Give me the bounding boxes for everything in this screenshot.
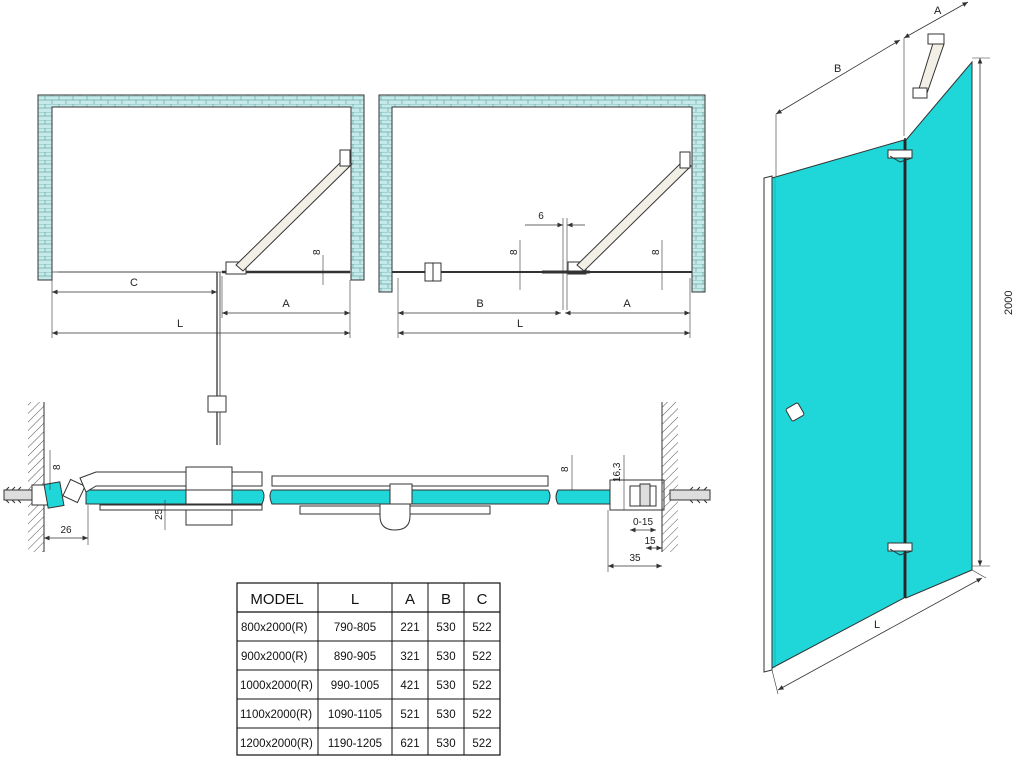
dim-l-label: L [177, 318, 183, 330]
table-header-c: C [477, 591, 488, 608]
table-header-b: B [441, 591, 451, 608]
table-cell: 1190-1205 [328, 738, 382, 750]
dim-6-label: 6 [538, 211, 544, 222]
table-cell: 1090-1105 [328, 709, 382, 721]
table-cell: 530 [436, 709, 455, 721]
dim-l-perspective: L [874, 619, 880, 631]
table-cell: 900x2000(R) [241, 651, 308, 663]
table-cell: 221 [400, 622, 419, 634]
table-cell: 522 [472, 622, 491, 634]
dim-b-label: B [476, 298, 483, 310]
dim-8b-label: 8 [651, 249, 662, 255]
wall-outline-right [378, 94, 706, 293]
dim-l-label-right: L [517, 318, 523, 330]
dim-26-label: 26 [60, 525, 72, 536]
table-header-l: L [351, 591, 359, 608]
dim-a-perspective: A [934, 5, 942, 17]
table-cell: 990-1005 [331, 680, 380, 692]
table-cell: 522 [472, 651, 491, 663]
table-cell: 1200x2000(R) [240, 738, 313, 750]
dim-15-label: 15 [644, 536, 656, 547]
dim-b-perspective: B [834, 63, 841, 75]
table-row: 1100x2000(R) 1090-1105 521 530 522 [240, 709, 492, 721]
table-cell: 790-805 [334, 622, 376, 634]
table-cell: 800x2000(R) [241, 622, 308, 634]
table-row: 1000x2000(R) 990-1005 421 530 522 [240, 680, 492, 692]
dim-0-15-label: 0-15 [633, 517, 653, 528]
table-cell: 890-905 [334, 651, 376, 663]
dim-8-section-right: 8 [560, 466, 571, 472]
dim-8a-label: 8 [509, 249, 520, 255]
table-row: 900x2000(R) 890-905 321 530 522 [241, 651, 492, 663]
glass-panel-right [905, 60, 973, 599]
table-row: 1200x2000(R) 1190-1205 621 530 522 [240, 738, 492, 750]
table-cell: 522 [472, 738, 491, 750]
table-row: 800x2000(R) 790-805 221 530 522 [241, 622, 492, 634]
table-cell: 530 [436, 738, 455, 750]
glass-panel-left [771, 139, 905, 669]
dim-35-label: 35 [629, 553, 641, 564]
table-cell: 522 [472, 680, 491, 692]
plan-view-left: C A L 8 [37, 94, 365, 445]
table-header-model: MODEL [250, 591, 303, 608]
dim-a-label-right: A [623, 298, 631, 310]
wall-outline [37, 94, 365, 281]
perspective-view: B A 2000 L [763, 1, 1015, 695]
section-view: 8 26 25 8 16,3 0-15 15 35 [3, 402, 711, 572]
dim-25-label: 25 [154, 508, 165, 520]
table-header-a: A [405, 591, 415, 608]
dim-c-label: C [130, 277, 138, 289]
model-table: MODEL L A B C 800x2000(R) 790-805 221 53… [236, 582, 501, 756]
table-cell: 1100x2000(R) [240, 709, 312, 721]
table-cell: 522 [472, 709, 491, 721]
table-cell: 1000x2000(R) [240, 680, 313, 692]
table-cell: 530 [436, 680, 455, 692]
dim-16-3-label: 16,3 [612, 462, 623, 482]
table-cell: 621 [400, 738, 419, 750]
dim-8-section-left: 8 [52, 464, 63, 470]
table-cell: 321 [400, 651, 419, 663]
table-cell: 421 [400, 680, 419, 692]
plan-view-right: 6 8 8 B A L [378, 94, 706, 338]
table-cell: 530 [436, 622, 455, 634]
table-cell: 521 [400, 709, 419, 721]
dim-8-label: 8 [312, 249, 323, 255]
dim-2000-label: 2000 [1003, 291, 1015, 315]
table-cell: 530 [436, 651, 455, 663]
dim-a-label: A [282, 298, 290, 310]
